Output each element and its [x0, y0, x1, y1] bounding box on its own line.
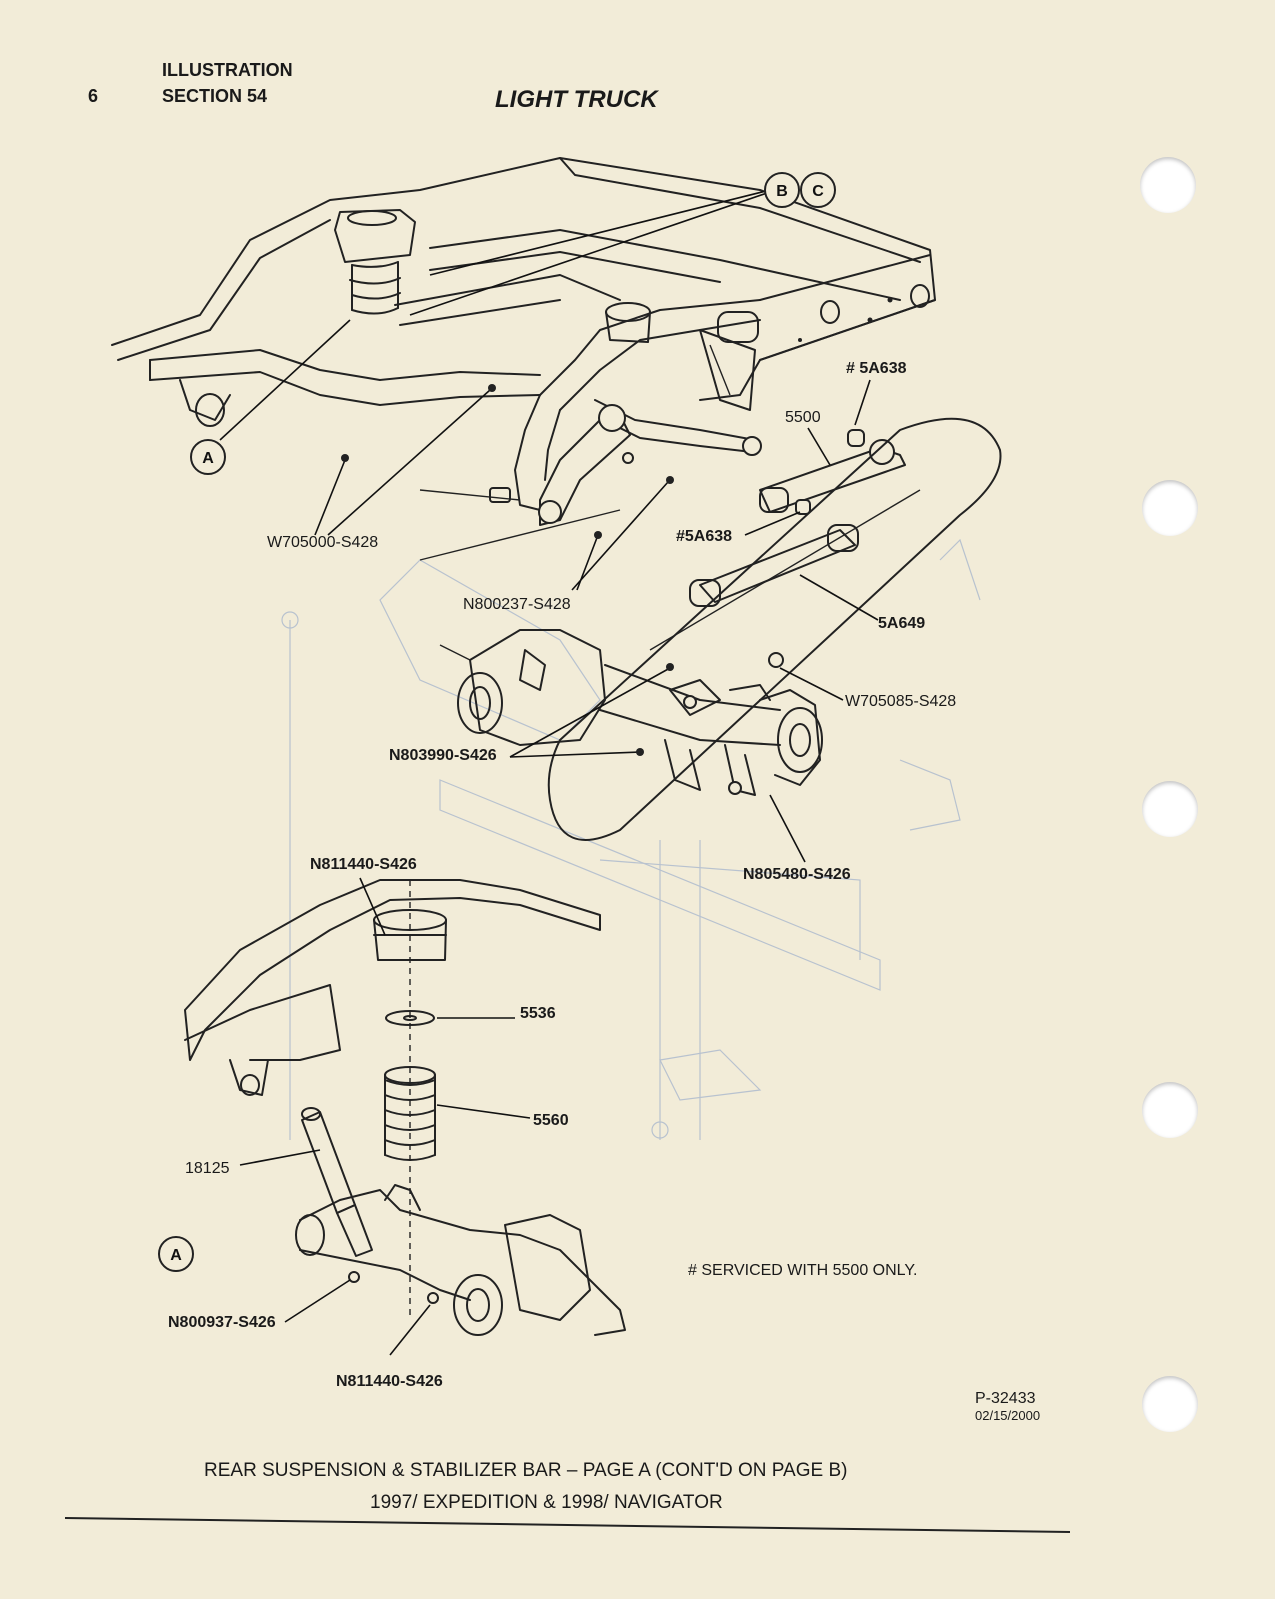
label-5a638-mid: #5A638 [676, 528, 733, 545]
caption-line-1: REAR SUSPENSION & STABILIZER BAR – PAGE … [204, 1460, 848, 1481]
frame-rear-section [111, 157, 936, 561]
service-note: # SERVICED WITH 5500 ONLY. [688, 1262, 918, 1279]
callout-a-bottom: A [170, 1247, 182, 1264]
label-n803990: N803990-S426 [389, 747, 497, 764]
label-5a638-top: # 5A638 [846, 360, 907, 377]
callout-a-bottom-circle [158, 1236, 194, 1272]
footer-rule [64, 1517, 1071, 1533]
label-5500: 5500 [785, 409, 821, 426]
page-title: LIGHT TRUCK [495, 86, 658, 113]
section-line-1: ILLUSTRATION [162, 60, 293, 80]
label-n811440-top: N811440-S426 [310, 856, 417, 873]
label-5560: 5560 [533, 1112, 569, 1129]
callout-b-circle [764, 172, 800, 208]
stabilizer-links [547, 417, 1002, 841]
binder-hole-5 [1142, 1376, 1198, 1432]
drawing-number: P-32433 [975, 1390, 1036, 1407]
callout-c-circle [800, 172, 836, 208]
label-n800237: N800237-S428 [463, 596, 571, 613]
drawing-date: 02/15/2000 [975, 1408, 1041, 1423]
label-n800937: N800937-S426 [168, 1314, 276, 1331]
leader-lines [219, 189, 879, 1356]
section-line-2: SECTION 54 [162, 86, 268, 106]
bleed-through-lines [281, 538, 981, 1140]
label-n811440-bottom: N811440-S426 [336, 1373, 443, 1390]
label-18125: 18125 [185, 1160, 230, 1177]
binder-hole-1 [1140, 157, 1196, 213]
callout-b: B [776, 183, 788, 200]
binder-hole-4 [1142, 1082, 1198, 1138]
label-n805480: N805480-S426 [743, 866, 851, 883]
label-5a649: 5A649 [878, 615, 926, 632]
label-5536: 5536 [520, 1005, 556, 1022]
caption-line-2: 1997/ EXPEDITION & 1998/ NAVIGATOR [370, 1492, 723, 1513]
callout-a-top-circle [190, 439, 226, 475]
callout-a-top: A [202, 450, 214, 467]
label-w705000: W705000-S428 [267, 534, 379, 551]
page-number: 6 [88, 86, 99, 106]
callout-c: C [812, 183, 824, 200]
label-w705085: W705085-S428 [845, 693, 957, 710]
binder-hole-3 [1142, 781, 1198, 837]
rear-axle-housing [439, 629, 823, 796]
spring-shock-detail [184, 879, 626, 1336]
binder-hole-2 [1142, 480, 1198, 536]
